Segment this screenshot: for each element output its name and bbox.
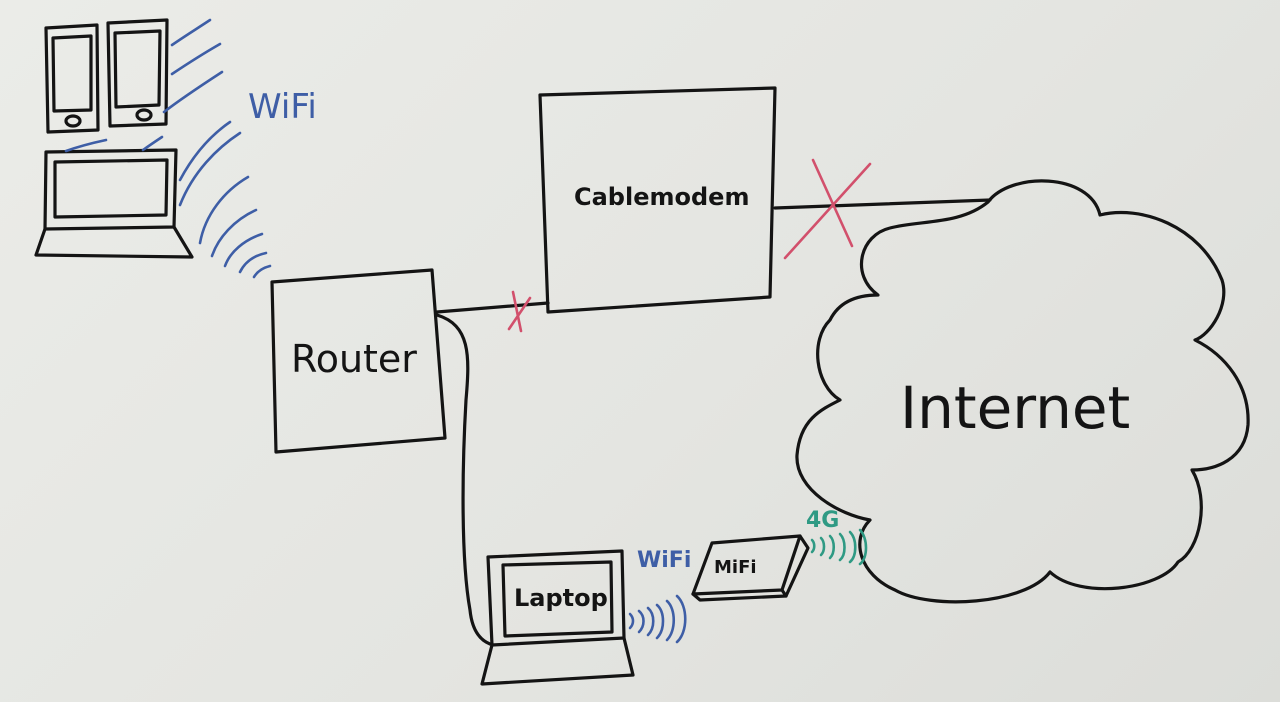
- cablemodem-internet-link: [773, 198, 992, 210]
- cell-label: 4G: [806, 508, 839, 533]
- wifi-waves: [628, 594, 687, 644]
- phone-icon: [106, 18, 169, 128]
- wifi-label-bottom: WiFi: [637, 548, 691, 573]
- laptop-icon: [480, 549, 635, 686]
- router-laptop-link: [435, 313, 492, 646]
- cablemodem-label: Cablemodem: [574, 183, 749, 211]
- mifi-device: [691, 534, 810, 602]
- router-label: Router: [291, 337, 417, 381]
- wifi-label-top: WiFi: [248, 87, 317, 127]
- phone-icon: [44, 23, 100, 134]
- laptop-label: Laptop: [514, 584, 608, 612]
- internet-cloud: [795, 179, 1250, 604]
- cross-mark: [507, 290, 532, 333]
- cablemodem-box: [538, 86, 777, 314]
- mifi-label: MiFi: [714, 557, 757, 578]
- cellular-waves: [810, 528, 868, 566]
- cross-mark: [783, 158, 872, 260]
- laptop-icon: [34, 148, 194, 259]
- internet-label: Internet: [900, 374, 1130, 442]
- router-box: [270, 268, 447, 454]
- router-cablemodem-link: [435, 301, 550, 314]
- wifi-waves: [64, 18, 272, 279]
